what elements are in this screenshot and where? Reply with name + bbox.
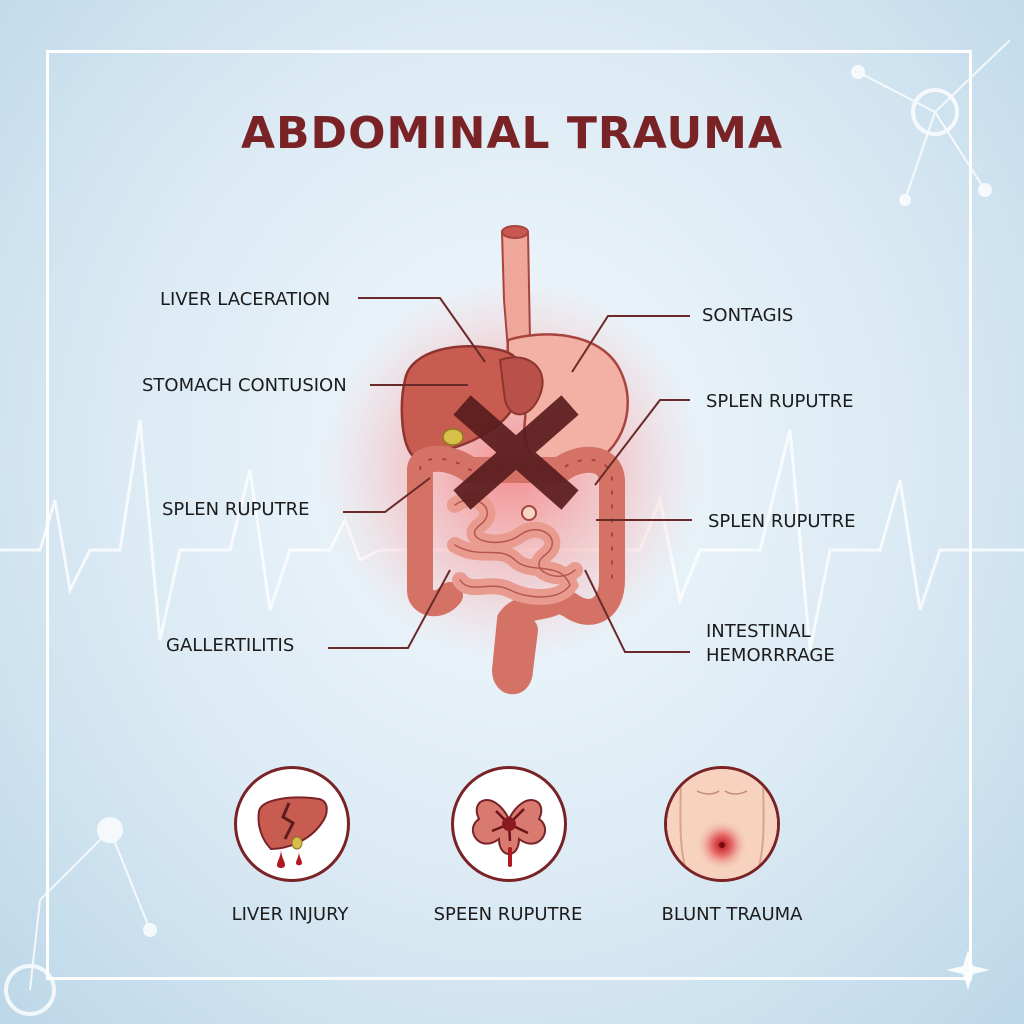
label-intestinal-line1: INTESTINAL — [706, 621, 811, 642]
label-splen-ruputre-left: SPLEN RUPUTRE — [162, 499, 310, 520]
caption-spleen-rupture: SPEEN RUPUTRE — [433, 904, 583, 925]
label-gallertilitis: GALLERTILITIS — [166, 635, 295, 656]
network-decoration-bottom-left — [4, 817, 157, 1016]
esophagus — [500, 231, 532, 352]
liver-injury-icon — [234, 766, 350, 882]
gallbladder — [442, 428, 464, 446]
spleen-rupture-icon — [451, 766, 567, 882]
label-splen-ruputre-right-1: SPLEN RUPUTRE — [706, 391, 854, 412]
label-splen-ruputre-right-2: SPLEN RUPUTRE — [708, 511, 856, 532]
label-intestinal-line2: HEMORRRAGE — [706, 645, 835, 666]
content-frame — [46, 50, 972, 980]
sparkle-icon — [946, 950, 990, 990]
x-mark-icon — [453, 395, 579, 510]
network-decoration-top-right — [851, 39, 1011, 206]
label-stomach-contusion: STOMACH CONTUSION — [142, 375, 347, 396]
label-sontagis: SONTAGIS — [702, 305, 794, 326]
blunt-trauma-icon — [664, 766, 780, 882]
label-liver-laceration: LIVER LACERATION — [160, 289, 331, 310]
large-intestine — [407, 445, 625, 694]
small-intestine — [447, 491, 583, 605]
caption-liver-injury: LIVER INJURY — [231, 904, 349, 925]
leader-lines — [328, 297, 692, 653]
caption-blunt-trauma: BLUNT TRAUMA — [661, 904, 803, 925]
page-title: ABDOMINAL TRAUMA — [240, 108, 784, 159]
